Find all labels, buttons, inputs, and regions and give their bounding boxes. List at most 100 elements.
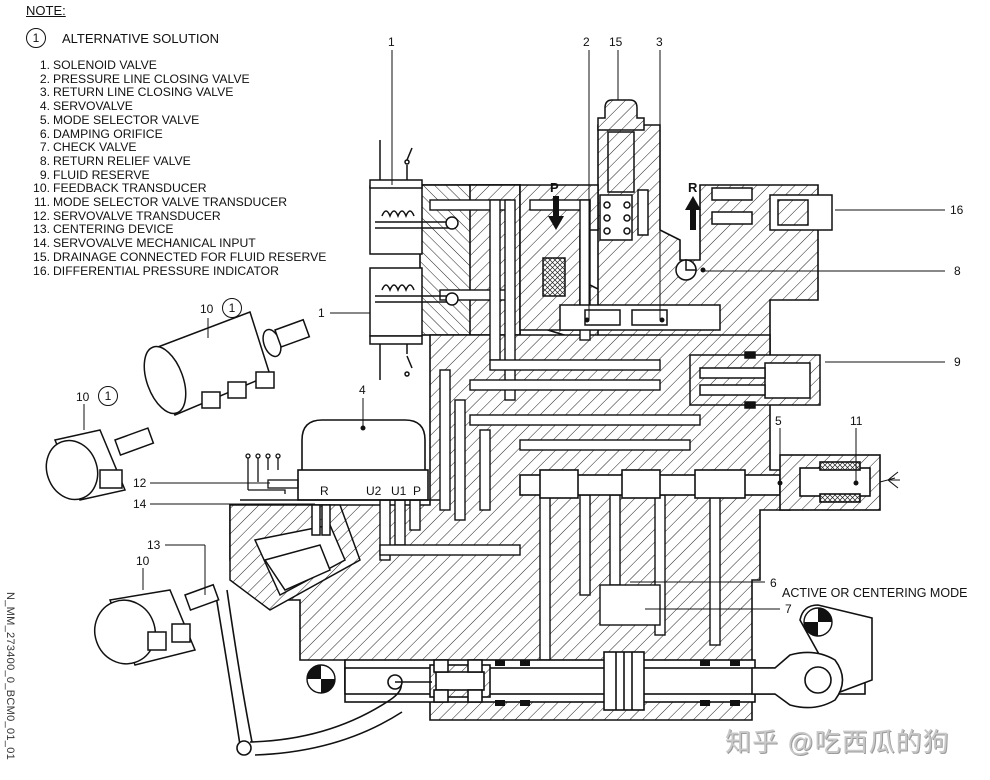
note-title: NOTE: <box>26 3 66 18</box>
callout-5: 5 <box>775 414 782 428</box>
legend-item: 16.DIFFERENTIAL PRESSURE INDICATOR <box>32 263 326 279</box>
feedback-transducer-main <box>94 583 220 666</box>
callout-10-alt-small-marker: 1 <box>98 386 118 406</box>
legend-item-label: FLUID RESERVE <box>53 167 150 182</box>
legend-item-number: 12. <box>33 208 50 223</box>
legend-item-number: 4. <box>39 99 50 114</box>
servovalve-port-p: P <box>413 484 422 498</box>
callout-16: 16 <box>950 203 964 217</box>
servovalve-port-u1: U1 <box>391 484 407 498</box>
legend-item-number: 8. <box>39 153 50 168</box>
callout-1-side: 1 <box>318 306 325 320</box>
center-of-gravity-symbol-left <box>306 664 336 694</box>
center-of-gravity-symbol-right <box>803 607 833 637</box>
legend-item-label: PRESSURE LINE CLOSING VALVE <box>53 71 250 86</box>
alternative-label: ALTERNATIVE SOLUTION <box>62 30 219 46</box>
centering-linkage-arm <box>214 589 432 756</box>
solenoid-valve-upper <box>369 140 459 255</box>
callout-1-top: 1 <box>388 35 395 49</box>
legend-item: 7.CHECK VALVE <box>32 140 326 155</box>
legend-item: 8.RETURN RELIEF VALVE <box>32 153 326 169</box>
legend-item-label: MODE SELECTOR VALVE <box>53 112 200 127</box>
callout-10-main: 10 <box>136 554 150 568</box>
legend-item-label: SOLENOID VALVE <box>53 58 157 72</box>
return-port-label: R <box>688 180 698 195</box>
callout-2: 2 <box>583 35 590 49</box>
servovalve-body <box>240 419 440 501</box>
seal-marks <box>495 660 740 706</box>
callout-6: 6 <box>770 576 777 590</box>
legend-item: 14.SERVOVALVE MECHANICAL INPUT <box>32 236 326 251</box>
legend-item-number: 16. <box>33 263 50 278</box>
legend-item-label: SERVOVALVE MECHANICAL INPUT <box>53 236 256 251</box>
fluid-reserve <box>689 351 821 409</box>
callout-9: 9 <box>954 355 961 369</box>
legend-item-number: 15. <box>33 249 50 264</box>
legend-item-number: 7. <box>39 140 50 155</box>
legend-item-label: DRAINAGE CONNECTED FOR FLUID RESERVE <box>53 249 327 264</box>
legend-item-label: RETURN RELIEF VALVE <box>53 153 191 168</box>
callout-13: 13 <box>147 538 161 552</box>
servovalve-port-u2: U2 <box>366 484 382 498</box>
centering-device <box>229 504 361 611</box>
legend-item: 11.MODE SELECTOR VALVE TRANSDUCER <box>32 195 326 210</box>
legend-item: 6.DAMPING ORIFICE <box>32 126 326 142</box>
legend-item: 2.PRESSURE LINE CLOSING VALVE <box>32 71 326 87</box>
legend-item-label: DAMPING ORIFICE <box>53 126 163 141</box>
mode-selector-spool <box>519 454 881 511</box>
closing-valves <box>542 257 721 331</box>
legend-item-label: MODE SELECTOR VALVE TRANSDUCER <box>53 195 288 210</box>
legend-item: 13.CENTERING DEVICE <box>32 223 326 237</box>
fluid-channels <box>379 199 721 661</box>
legend-item-number: 6. <box>39 126 50 141</box>
drawing-code: N_MM_273400_0_BCM0_01_01 <box>4 592 16 761</box>
legend-item-label: DIFFERENTIAL PRESSURE INDICATOR <box>53 263 279 278</box>
callout-4: 4 <box>359 383 366 397</box>
legend-item: 5.MODE SELECTOR VALVE <box>32 112 326 128</box>
legend-item: 12.SERVOVALVE TRANSDUCER <box>32 208 326 224</box>
alternative-solution-note: 1 ALTERNATIVE SOLUTION <box>26 28 219 48</box>
legend-item: 10.FEEDBACK TRANSDUCER <box>32 181 326 196</box>
legend-item-label: FEEDBACK TRANSDUCER <box>53 181 207 196</box>
legend-item-number: 10. <box>33 181 50 196</box>
callout-8: 8 <box>954 264 961 278</box>
legend-item-label: SERVOVALVE TRANSDUCER <box>53 208 221 223</box>
callout-15: 15 <box>609 35 623 49</box>
servovalve-transducer <box>245 453 299 494</box>
return-outlet-arrow <box>685 196 701 230</box>
watermark: 知乎 @吃西瓜的狗 <box>725 727 950 757</box>
legend-item-label: CHECK VALVE <box>53 140 137 155</box>
legend-item-label: CENTERING DEVICE <box>53 222 174 237</box>
legend-item: 3.RETURN LINE CLOSING VALVE <box>32 86 326 100</box>
callout-10-alt-large: 10 <box>200 302 214 316</box>
callout-10-alt-large-marker: 1 <box>222 298 242 318</box>
transducer-wire <box>879 471 900 489</box>
legend-item-number: 1. <box>39 58 50 72</box>
pressure-port-label: P <box>550 180 559 195</box>
callout-10-alt-small: 10 <box>76 390 90 404</box>
legend-item-number: 2. <box>39 71 50 86</box>
legend-item-number: 13. <box>33 222 50 237</box>
solenoid-valve-lower <box>369 267 459 380</box>
callout-11: 11 <box>850 414 863 428</box>
servovalve-port-r: R <box>320 484 329 498</box>
feedback-transducer-alt-small <box>45 427 155 501</box>
callout-7: 7 <box>785 602 792 616</box>
rod-end-eye <box>751 604 873 709</box>
callout-14: 14 <box>133 497 147 511</box>
legend-item-number: 14. <box>33 236 50 251</box>
legend-item-label: SERVOVALVE <box>53 99 133 114</box>
legend-item-number: 5. <box>39 112 50 127</box>
callout-12: 12 <box>133 476 147 490</box>
alternative-marker: 1 <box>26 28 46 48</box>
pressure-inlet-arrow <box>548 196 564 230</box>
legend-item: 15.DRAINAGE CONNECTED FOR FLUID RESERVE <box>32 249 327 265</box>
legend-item: 1.SOLENOID VALVE <box>32 58 326 73</box>
differential-pressure-indicator <box>711 187 833 231</box>
legend-item-number: 11. <box>33 195 50 210</box>
legend-item-number: 9. <box>39 167 50 182</box>
drainage-fitting <box>597 99 649 241</box>
callout-3: 3 <box>656 35 663 49</box>
